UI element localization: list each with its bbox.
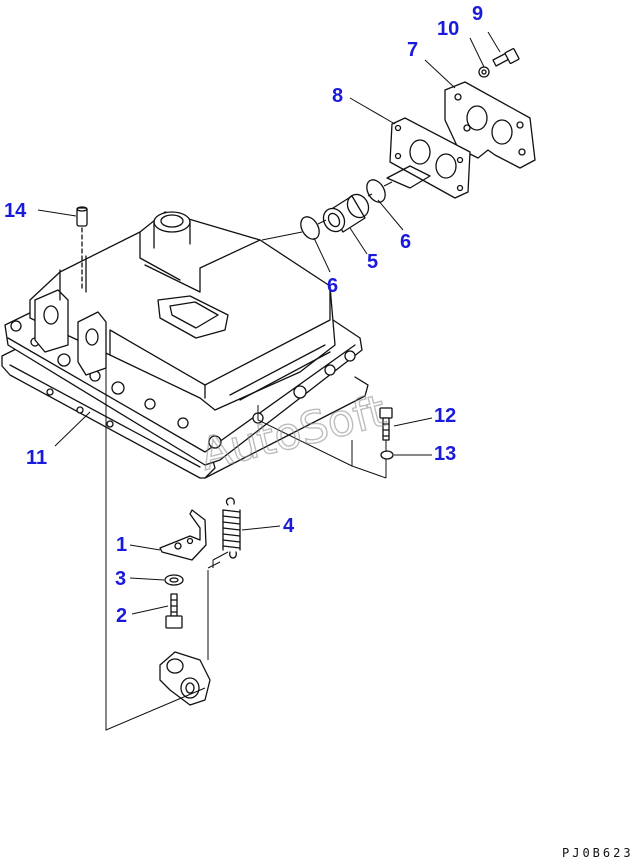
part-8-gasket	[386, 117, 471, 199]
part-code: PJ0B623	[562, 846, 633, 860]
part-5-sleeve	[322, 193, 370, 233]
callout-1: 1	[116, 534, 127, 556]
centerline	[261, 181, 393, 241]
callout-13: 13	[434, 443, 456, 465]
callout-12: 12	[434, 405, 456, 427]
part-6-oring-a	[300, 216, 320, 240]
callout-6b: 6	[400, 231, 411, 253]
callouts: 14 9 10 7 8 6 5 6 11 12 13 4 1 3 2	[4, 3, 483, 627]
callout-8: 8	[332, 85, 343, 107]
lever-part	[159, 651, 211, 706]
part-7-plate	[444, 81, 536, 169]
callout-3: 3	[115, 568, 126, 590]
part-9-bolt	[492, 48, 520, 67]
leader-lines	[37, 31, 501, 615]
callout-2: 2	[116, 605, 127, 627]
callout-9: 9	[472, 3, 483, 25]
part-10-washer	[478, 66, 490, 78]
callout-14: 14	[4, 200, 27, 222]
callout-4: 4	[283, 515, 295, 537]
callout-5: 5	[367, 251, 378, 273]
part-12-bolt	[379, 407, 393, 441]
part-3-washer	[164, 574, 184, 586]
part-13-washer	[380, 450, 394, 460]
callout-11: 11	[26, 447, 47, 469]
part-1-bracket	[159, 509, 207, 561]
cover-body	[29, 211, 336, 411]
callout-6a: 6	[327, 275, 338, 297]
assembly-guide	[105, 345, 229, 731]
callout-10: 10	[437, 18, 459, 40]
part-2-bolt	[165, 593, 183, 629]
part-14-pin	[76, 206, 88, 291]
part-4-spring	[222, 497, 241, 559]
callout-7: 7	[407, 39, 418, 61]
